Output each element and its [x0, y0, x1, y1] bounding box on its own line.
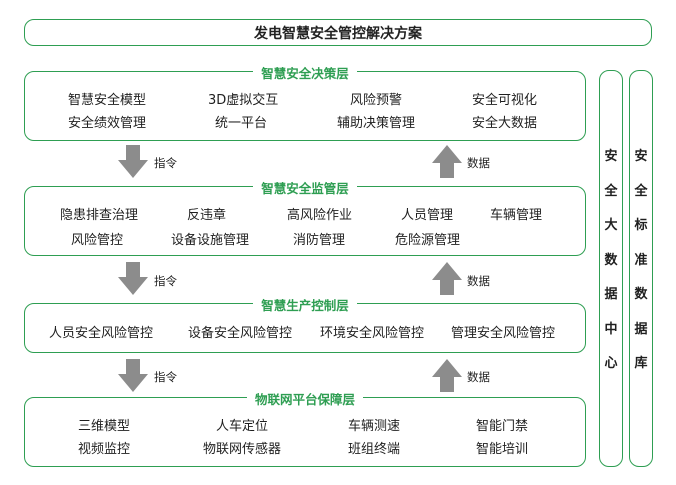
command-label: 指令 [154, 370, 177, 384]
side-panel-char: 数 [604, 253, 618, 268]
diagram-title-box: 发电智慧安全管控解决方案 [24, 19, 652, 46]
down-arrow-icon [118, 359, 148, 392]
up-arrow-icon [432, 262, 462, 295]
layer-production: 智慧生产控制层 人员安全风险管控 设备安全风险管控 环境安全风险管控 管理安全风… [24, 298, 586, 353]
layer-supervision-title: 智慧安全监管层 [253, 181, 357, 196]
layer-item: 三维模型 [78, 419, 131, 434]
layer-item: 安全大数据 [472, 116, 538, 131]
layer-item: 辅助决策管理 [337, 116, 416, 131]
layer-item: 3D虚拟交互 [208, 93, 279, 108]
side-panel-char: 安 [634, 149, 648, 164]
layer-item: 设备设施管理 [171, 233, 250, 248]
side-panel-char: 大 [604, 218, 618, 233]
up-arrow-3 [432, 359, 462, 397]
layer-iot-title: 物联网平台保障层 [246, 392, 363, 407]
side-panel-char: 安 [604, 149, 618, 164]
side-panel-char: 全 [604, 184, 618, 199]
side-panel-char: 全 [634, 184, 648, 199]
layer-item: 人车定位 [216, 419, 269, 434]
layer-item: 人员管理 [401, 208, 454, 223]
down-arrow-icon [118, 145, 148, 178]
side-panel-char: 库 [634, 356, 648, 371]
layer-item: 设备安全风险管控 [188, 326, 293, 341]
layer-item: 高风险作业 [287, 208, 353, 223]
side-panel-char: 准 [634, 253, 648, 268]
up-arrow-2 [432, 262, 462, 300]
layer-item: 物联网传感器 [203, 442, 282, 457]
layer-item: 消防管理 [293, 233, 346, 248]
down-arrow-3 [118, 359, 148, 397]
down-arrow-icon [118, 262, 148, 295]
layer-iot: 物联网平台保障层 三维模型 人车定位 车辆测速 智能门禁 视频监控 物联网传感器… [24, 392, 586, 467]
layer-item: 安全绩效管理 [68, 116, 147, 131]
layer-item: 危险源管理 [395, 233, 461, 248]
data-label: 数据 [467, 156, 490, 170]
layer-item: 视频监控 [78, 442, 131, 457]
side-panel-char: 标 [634, 218, 648, 233]
layer-supervision: 智慧安全监管层 隐患排查治理 反违章 高风险作业 人员管理 车辆管理 风险管控 … [24, 181, 586, 256]
command-label: 指令 [154, 274, 177, 288]
layer-item: 智能培训 [476, 442, 529, 457]
up-arrow-icon [432, 359, 462, 392]
down-arrow-2 [118, 262, 148, 300]
layer-item: 隐患排查治理 [60, 208, 139, 223]
command-label: 指令 [154, 156, 177, 170]
side-panel-char: 数 [634, 287, 648, 302]
data-label: 数据 [467, 370, 490, 384]
side-panel-char: 据 [634, 322, 648, 337]
side-panel-char: 据 [604, 287, 618, 302]
layer-item: 车辆管理 [490, 208, 543, 223]
diagram-title: 发电智慧安全管控解决方案 [254, 25, 422, 42]
layer-decision: 智慧安全决策层 智慧安全模型 3D虚拟交互 风险预警 安全可视化 安全绩效管理 … [24, 66, 586, 141]
side-panel-char: 中 [604, 322, 618, 337]
layer-decision-title: 智慧安全决策层 [253, 66, 357, 81]
layer-item: 人员安全风险管控 [49, 326, 154, 341]
layer-production-title: 智慧生产控制层 [253, 298, 357, 313]
layer-item: 车辆测速 [348, 419, 401, 434]
layer-item: 智慧安全模型 [68, 93, 147, 108]
data-label: 数据 [467, 274, 490, 288]
layer-item: 风险管控 [71, 233, 124, 248]
layer-item: 智能门禁 [476, 419, 529, 434]
layer-item: 管理安全风险管控 [451, 326, 556, 341]
down-arrow-1 [118, 145, 148, 183]
up-arrow-icon [432, 145, 462, 178]
side-panel-char: 心 [604, 356, 618, 371]
layer-item: 班组终端 [348, 442, 401, 457]
layer-item: 统一平台 [215, 116, 268, 131]
layer-item: 环境安全风险管控 [320, 326, 425, 341]
side-panel-standard-db: 安 全 标 准 数 据 库 [629, 70, 653, 467]
up-arrow-1 [432, 145, 462, 183]
layer-item: 安全可视化 [472, 93, 538, 108]
side-panel-data-center: 安 全 大 数 据 中 心 [599, 70, 623, 467]
layer-item: 反违章 [187, 208, 227, 223]
layer-item: 风险预警 [350, 93, 403, 108]
